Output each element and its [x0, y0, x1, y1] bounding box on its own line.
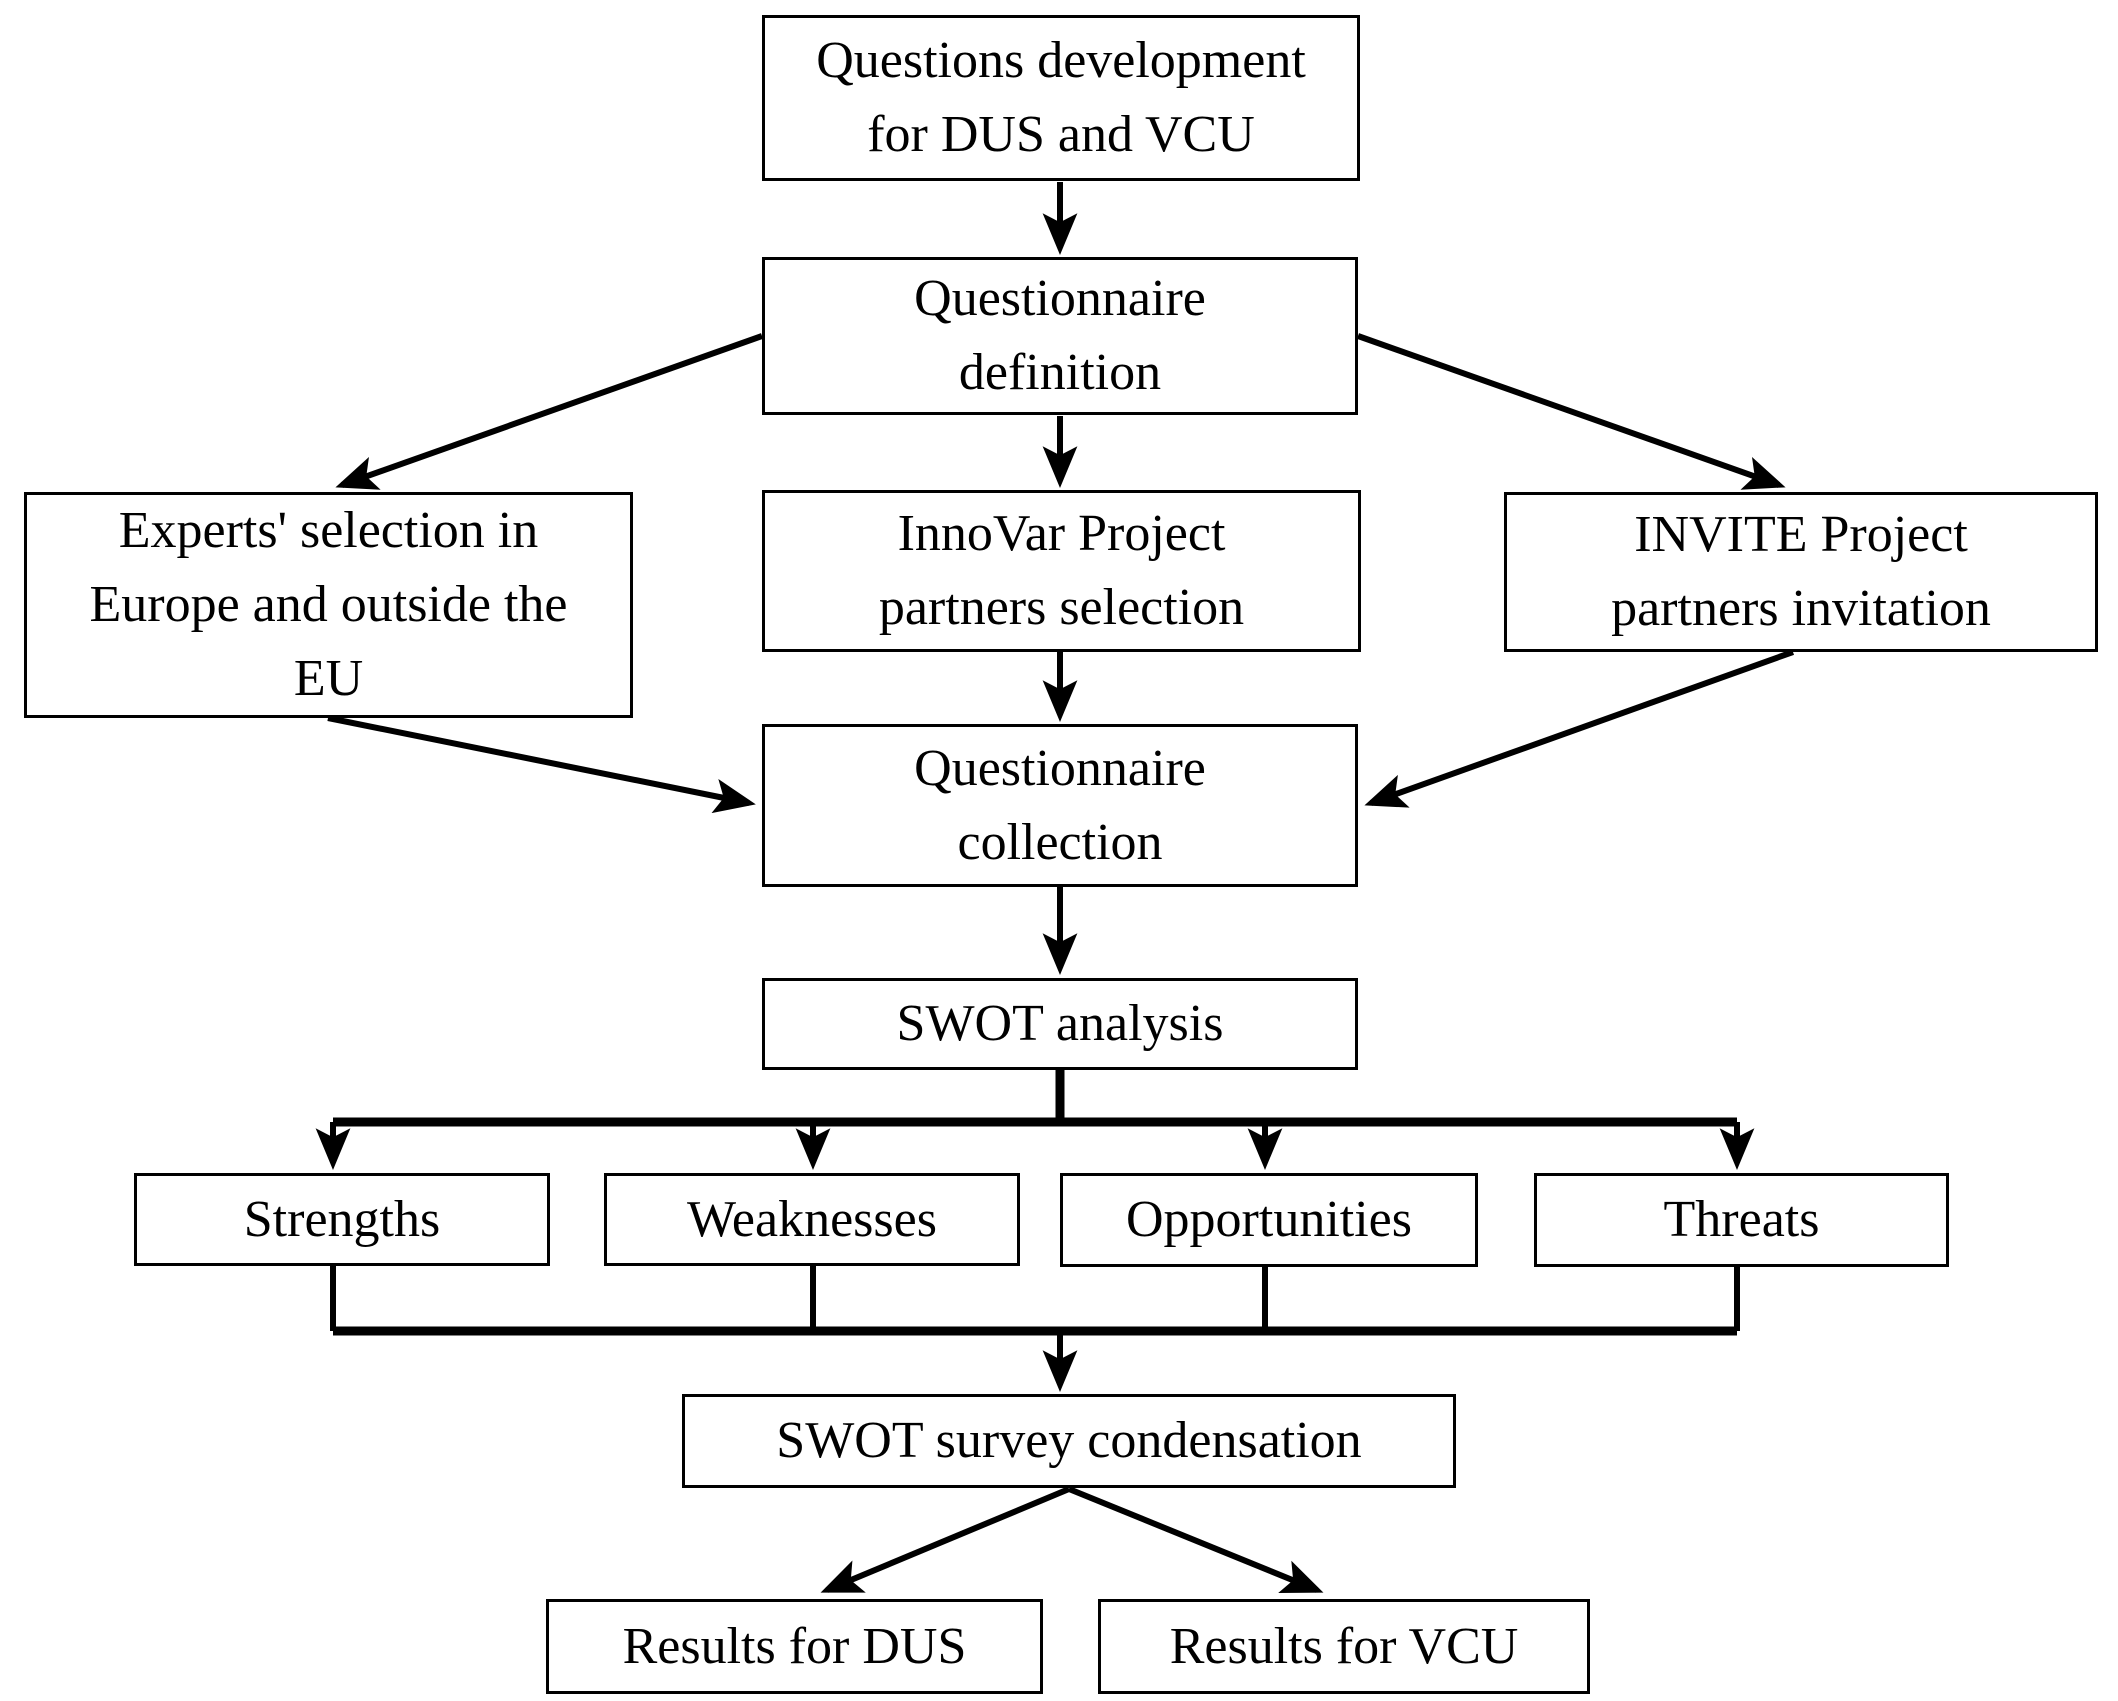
- node-weaknesses: Weaknesses: [604, 1173, 1020, 1266]
- node-results-for-dus: Results for DUS: [546, 1599, 1043, 1694]
- node-questionnaire-definition: Questionnaire definition: [762, 257, 1358, 415]
- node-swot-survey-condensation: SWOT survey condensation: [682, 1394, 1456, 1488]
- node-experts-selection: Experts' selection in Europe and outside…: [24, 492, 633, 718]
- arrow-definition-to-invite: [1356, 333, 1786, 490]
- arrow-condensation-to-results-dus: [820, 1486, 1071, 1593]
- arrow-invite-to-collection: [1364, 649, 1795, 808]
- node-strengths: Strengths: [134, 1173, 550, 1266]
- node-questionnaire-collection: Questionnaire collection: [762, 724, 1358, 887]
- node-opportunities: Opportunities: [1060, 1173, 1478, 1267]
- arrow-experts-to-collection: [327, 715, 756, 814]
- arrow-condensation-to-results-vcu: [1067, 1486, 1324, 1593]
- node-threats: Threats: [1534, 1173, 1949, 1267]
- node-swot-analysis: SWOT analysis: [762, 978, 1358, 1070]
- node-questions-development: Questions development for DUS and VCU: [762, 15, 1360, 181]
- node-results-for-vcu: Results for VCU: [1098, 1599, 1590, 1694]
- arrow-definition-to-experts: [335, 333, 764, 490]
- node-innovar-partners-selection: InnoVar Project partners selection: [762, 490, 1361, 652]
- node-invite-partners-invitation: INVITE Project partners invitation: [1504, 492, 2098, 652]
